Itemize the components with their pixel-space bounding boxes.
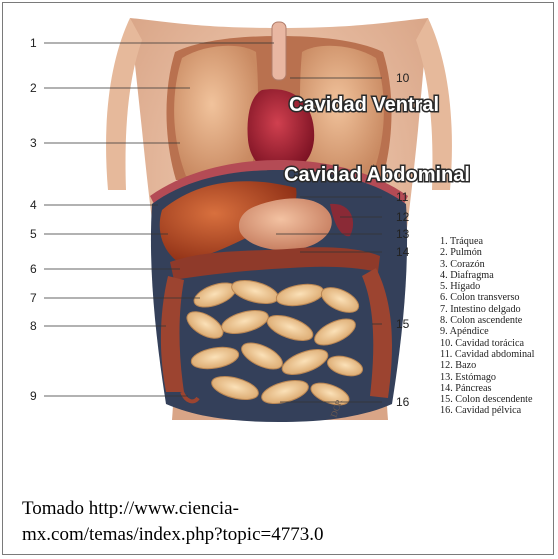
legend-item: 13. Estómago: [440, 372, 534, 383]
number-label-4: 4: [30, 198, 37, 212]
caption-line-2: mx.com/temas/index.php?topic=4773.0: [22, 522, 542, 548]
number-label-10: 10: [396, 71, 410, 85]
number-label-12: 12: [396, 210, 410, 224]
legend-item: 7. Intestino delgado: [440, 304, 534, 315]
organ-legend: 1. Tráquea 2. Pulmón 3. Corazón 4. Diafr…: [440, 236, 534, 417]
number-label-5: 5: [30, 227, 37, 241]
legend-item: 10. Cavidad torácica: [440, 338, 534, 349]
left-lung: [174, 46, 258, 176]
legend-item: 15. Colon descendente: [440, 394, 534, 405]
legend-item: 8. Colon ascendente: [440, 315, 534, 326]
source-caption: Tomado http://www.ciencia- mx.com/temas/…: [22, 496, 542, 548]
legend-item: 14. Páncreas: [440, 383, 534, 394]
legend-item: 12. Bazo: [440, 360, 534, 371]
legend-item: 3. Corazón: [440, 259, 534, 270]
legend-item: 5. Hígado: [440, 281, 534, 292]
number-label-1: 1: [30, 36, 37, 50]
number-label-13: 13: [396, 227, 410, 241]
legend-item: 1. Tráquea: [440, 236, 534, 247]
left-arm: [106, 18, 142, 190]
legend-item: 6. Colon transverso: [440, 292, 534, 303]
trachea: [272, 22, 286, 80]
number-label-15: 15: [396, 317, 410, 331]
abdominal-cavity-label: Cavidad Abdominal: [284, 164, 470, 186]
legend-item: 2. Pulmón: [440, 247, 534, 258]
legend-item: 11. Cavidad abdominal: [440, 349, 534, 360]
number-label-8: 8: [30, 319, 37, 333]
number-label-11: 11: [396, 190, 409, 204]
number-label-7: 7: [30, 291, 37, 305]
legend-item: 4. Diafragma: [440, 270, 534, 281]
caption-line-1: Tomado http://www.ciencia-: [22, 496, 542, 522]
legend-item: 16. Cavidad pélvica: [440, 405, 534, 416]
legend-item: 9. Apéndice: [440, 326, 534, 337]
number-label-3: 3: [30, 136, 37, 150]
number-label-2: 2: [30, 81, 37, 95]
ventral-cavity-label: Cavidad Ventral: [289, 94, 439, 116]
number-label-6: 6: [30, 262, 37, 276]
number-label-14: 14: [396, 245, 410, 259]
number-label-16: 16: [396, 395, 410, 409]
number-label-9: 9: [30, 389, 37, 403]
